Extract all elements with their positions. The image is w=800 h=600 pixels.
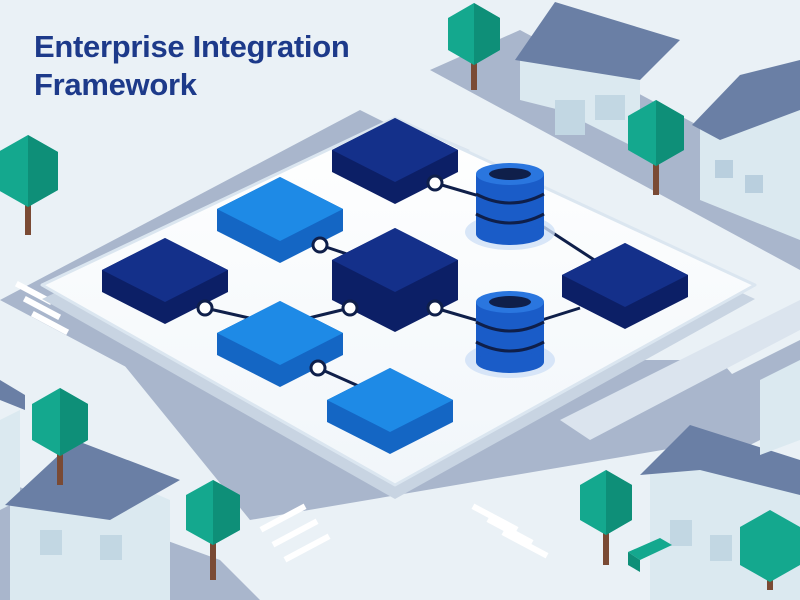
node-light-upper-left	[217, 177, 343, 263]
crosswalk-right	[471, 503, 549, 559]
house-icon	[0, 380, 25, 510]
node-light-bottom	[327, 368, 453, 454]
node-dark-top	[332, 118, 458, 204]
database-icon	[465, 163, 555, 250]
hedge	[628, 538, 672, 572]
node-dark-right	[562, 243, 688, 329]
tree-icon	[0, 135, 58, 235]
house-icon	[692, 60, 800, 240]
tree-icon	[448, 3, 500, 90]
house-icon	[760, 360, 800, 455]
page-title: Enterprise Integration Framework	[34, 28, 434, 104]
crosswalk-bottom	[259, 503, 331, 563]
database-icon	[465, 291, 555, 378]
house-icon	[5, 440, 180, 600]
title-line-2: Framework	[34, 67, 197, 102]
tree-icon	[740, 510, 800, 590]
tree-icon	[186, 480, 240, 580]
tree-icon	[628, 100, 684, 195]
node-dark-center	[332, 228, 458, 332]
house-icon	[515, 2, 680, 150]
title-line-1: Enterprise Integration	[34, 29, 350, 64]
connector-dot-icon	[196, 174, 444, 377]
node-dark-left	[102, 238, 228, 324]
tree-icon	[580, 470, 632, 565]
tree-icon	[32, 388, 88, 485]
